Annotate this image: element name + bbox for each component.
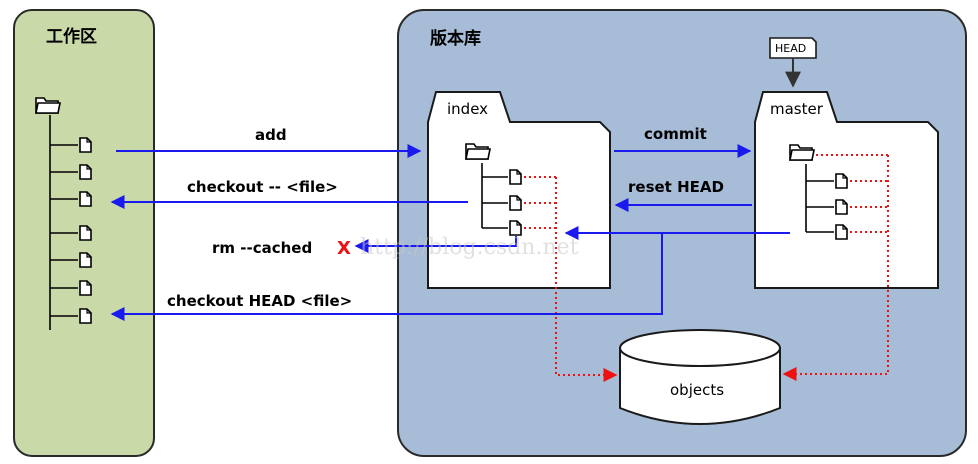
objects-label: objects [670,381,724,399]
repository-title: 版本库 [430,28,481,49]
objects-store: objects [619,329,781,425]
folder-icon [35,97,61,114]
file-icon [79,225,92,241]
commit-label: commit [644,125,707,143]
add-label: add [255,126,287,144]
rm-cached-arrow [354,236,517,253]
workspace-title: 工作区 [46,26,97,47]
file-icon [835,173,848,189]
file-icon [835,224,848,240]
workspace-panel: 工作区 [13,9,155,457]
checkout-file-label: checkout -- <file> [187,178,338,196]
watermark: http://blog.csdn.net [360,235,579,260]
workspace-tree [35,97,92,330]
index-box: index [427,91,611,289]
file-icon [509,220,522,236]
command-arrows [110,144,790,321]
file-icon [79,252,92,268]
file-icon [835,199,848,215]
reset-head-label: reset HEAD [628,178,724,196]
master-box: master [754,91,939,289]
folder-icon [789,144,815,161]
file-icon [79,137,92,153]
rm-cached-label: rm --cached [212,239,312,257]
file-icon [79,280,92,296]
remove-mark: X [337,238,351,259]
file-icon [509,195,522,211]
head-pointer: HEAD [769,37,817,88]
file-icon [79,308,92,324]
master-object-links [782,154,889,381]
file-icon [79,164,92,180]
master-label: master [770,100,824,118]
folder-icon [465,143,491,160]
checkout-head-file-label: checkout HEAD <file> [167,292,352,310]
index-object-links [524,176,618,382]
checkout-head-file-arrow [110,233,663,321]
file-icon [79,191,92,207]
head-label: HEAD [775,42,806,55]
file-icon [509,169,522,185]
index-label: index [447,100,488,118]
